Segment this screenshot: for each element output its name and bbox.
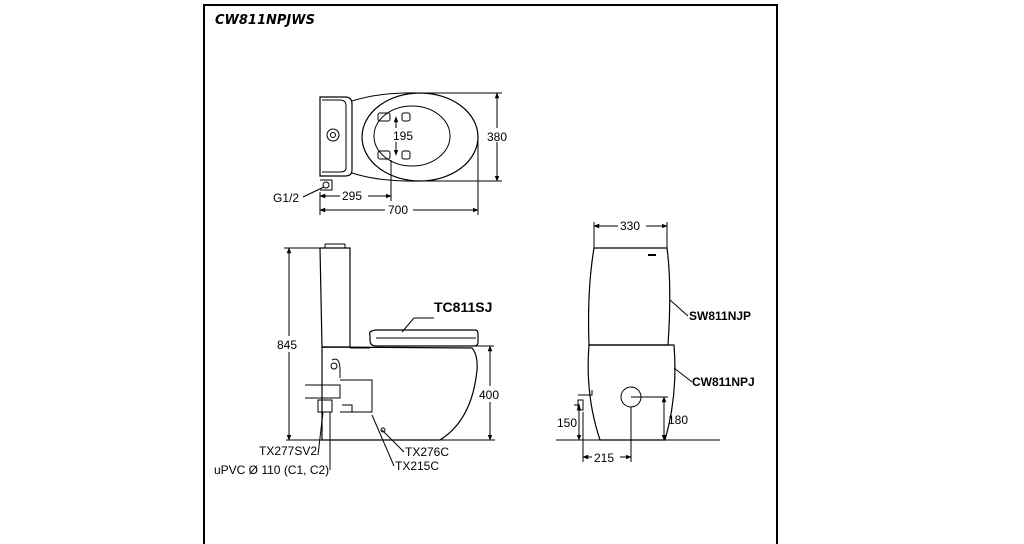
dim-845: 845 — [277, 338, 297, 352]
side-view-labels: 845 400 TC811SJ TX277SV2 uPVC Ø 110 (C1,… — [214, 299, 504, 477]
label-upvc: uPVC Ø 110 (C1, C2) — [214, 463, 329, 477]
label-tx277sv2: TX277SV2 — [259, 444, 317, 458]
dim-150: 150 — [557, 416, 577, 430]
label-g12: G1/2 — [273, 191, 299, 205]
dim-330: 330 — [620, 219, 640, 233]
dim-215: 215 — [594, 451, 614, 465]
side-tank-outline — [319, 247, 351, 348]
top-view — [302, 92, 502, 215]
label-tc811sj: TC811SJ — [434, 299, 492, 315]
drawing-frame — [203, 4, 778, 544]
top-tank-outline — [319, 96, 353, 177]
label-tx215c: TX215C — [395, 459, 439, 473]
front-bowl-outline — [587, 344, 676, 441]
label-sw811njp: SW811NJP — [689, 309, 751, 323]
top-view-labels: 195 380 295 700 G1/2 — [273, 128, 513, 217]
dim-195: 195 — [393, 129, 413, 143]
dim-400: 400 — [479, 388, 499, 402]
dim-700: 700 — [388, 203, 408, 217]
front-view-labels: 330 150 180 215 SW811NJP CW811NPJ — [557, 219, 755, 465]
front-tank-outline — [587, 247, 671, 346]
side-view — [284, 243, 495, 470]
front-view — [556, 222, 720, 462]
side-bowl-outline — [321, 346, 478, 441]
dim-295: 295 — [342, 189, 362, 203]
label-tx276c: TX276C — [405, 445, 449, 459]
dim-380: 380 — [487, 130, 507, 144]
label-cw811npj: CW811NPJ — [692, 375, 755, 389]
dim-180: 180 — [668, 413, 688, 427]
drawing-title: CW811NPJWS — [215, 13, 315, 28]
side-seat-outline — [369, 329, 479, 347]
